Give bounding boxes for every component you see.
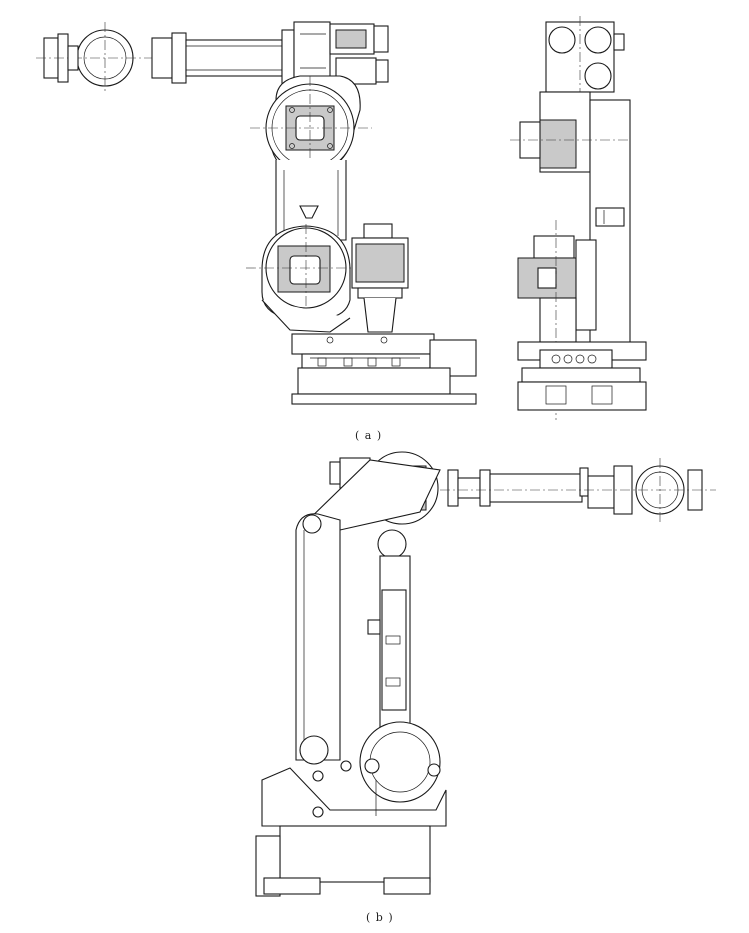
caption-a: ( a ) — [355, 429, 383, 442]
a-front-base — [517, 341, 647, 411]
a-lower-arm — [275, 160, 347, 241]
b-j2-housing — [299, 721, 441, 803]
b-wrist-housing — [298, 451, 441, 531]
a-upper-arm — [250, 75, 372, 186]
a-forearm — [151, 29, 295, 87]
a-wrist-motors — [293, 21, 389, 85]
b-forearm — [440, 458, 716, 522]
view-a-front-robot — [510, 16, 647, 420]
a-front-lower — [517, 220, 597, 420]
caption-b: ( b ) — [366, 911, 394, 924]
b-base — [255, 767, 447, 897]
view-b-robot — [255, 451, 716, 897]
a-j1-motor — [351, 223, 409, 333]
a-front-arm — [510, 91, 631, 351]
view-a-side-robot — [36, 21, 477, 405]
a-j2-housing — [246, 224, 366, 333]
a-wrist-flange — [36, 22, 290, 92]
a-base — [291, 333, 477, 405]
b-parallel-link — [295, 513, 407, 761]
a-front-wrist-head — [545, 16, 625, 110]
